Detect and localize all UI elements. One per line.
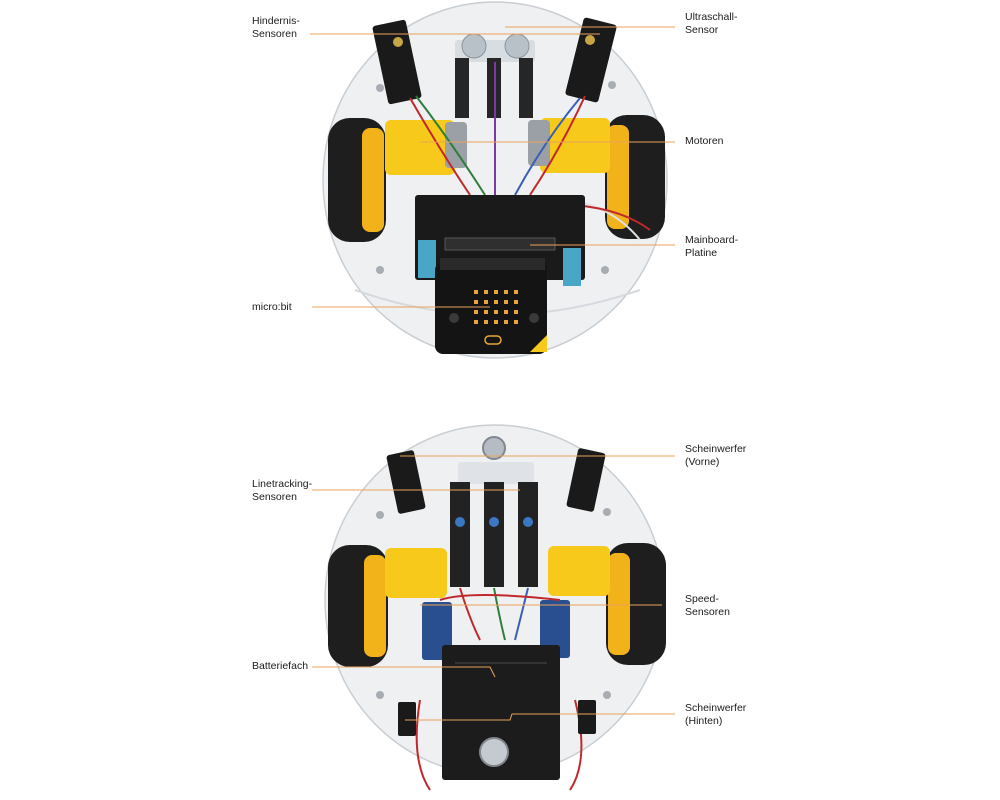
- label-hindernis-line2: Sensoren: [252, 28, 297, 40]
- leader-scheinwerfer-hinten: [405, 713, 675, 721]
- label-scheinwerfer-hinten-line2: (Hinten): [685, 715, 723, 727]
- label-ultraschall-sensor: Ultraschall- Sensor: [685, 11, 738, 37]
- label-ultraschall-line2: Sensor: [685, 24, 719, 36]
- top-standoff-4: [601, 266, 609, 274]
- top-right-obstacle-sensor: [565, 17, 617, 103]
- top-ultrasonic-eye-left: [461, 33, 487, 59]
- bottom-line-sensor-left: [450, 482, 470, 587]
- label-hindernis-sensoren: Hindernis- Sensoren: [252, 15, 300, 41]
- top-tracking-sensor-3: [519, 58, 533, 118]
- top-tracking-sensor-1: [455, 58, 469, 118]
- label-scheinwerfer-vorne: Scheinwerfer (Vorne): [685, 443, 746, 469]
- bottom-standoff-1: [376, 511, 384, 519]
- leader-batteriefach: [312, 666, 496, 678]
- top-right-motor: [540, 118, 610, 173]
- top-standoff-3: [376, 266, 384, 274]
- top-microbit-button-b: [529, 313, 539, 323]
- top-mainboard-header: [444, 237, 556, 251]
- bottom-line-pot-middle: [489, 517, 499, 527]
- label-scheinwerfer-hinten-line1: Scheinwerfer: [685, 702, 747, 714]
- top-right-terminal: [563, 248, 581, 286]
- bottom-front-ball-caster: [482, 436, 506, 460]
- label-speed-sensoren: Speed- Sensoren: [685, 593, 730, 619]
- label-ultraschall-line1: Ultraschall-: [685, 11, 738, 23]
- bottom-line-sensor-right: [518, 482, 538, 587]
- robot-top-view: [322, 1, 668, 359]
- bottom-wires: [415, 587, 583, 791]
- top-standoff-1: [376, 84, 384, 92]
- bottom-standoff-3: [376, 691, 384, 699]
- bottom-rear-right-light: [578, 700, 596, 734]
- bottom-standoff-2: [603, 508, 611, 516]
- top-ultrasonic-eye-right: [504, 33, 530, 59]
- top-microbit-logo: [484, 335, 502, 345]
- bottom-speed-sensor-right: [540, 600, 570, 658]
- top-standoff-2: [608, 81, 616, 89]
- top-right-motor-can: [528, 120, 550, 166]
- top-microbit-slot: [440, 258, 545, 270]
- bottom-battery-cover-line: [455, 662, 547, 664]
- label-speed-line2: Sensoren: [685, 606, 730, 618]
- top-left-sensor-pot: [393, 37, 403, 47]
- bottom-line-pot-right: [523, 517, 533, 527]
- top-left-rim: [362, 128, 384, 232]
- robot-bottom-view: [324, 424, 666, 791]
- top-microbit-corner-mark: [530, 335, 547, 352]
- top-microbit-button-a: [449, 313, 459, 323]
- bottom-front-right-light: [566, 448, 606, 512]
- label-scheinwerfer-vorne-line2: (Vorne): [685, 456, 720, 468]
- label-scheinwerfer-vorne-line1: Scheinwerfer: [685, 443, 747, 455]
- label-batteriefach-line1: Batteriefach: [252, 660, 309, 672]
- label-mainboard-platine: Mainboard- Platine: [685, 234, 738, 260]
- bottom-line-pot-left: [455, 517, 465, 527]
- label-scheinwerfer-hinten: Scheinwerfer (Hinten): [685, 702, 746, 728]
- bottom-left-rim: [364, 555, 386, 657]
- label-mainboard-line2: Platine: [685, 247, 718, 259]
- top-right-sensor-pot: [585, 35, 595, 45]
- bottom-battery-compartment: [442, 645, 560, 780]
- leader-lines: [310, 26, 675, 721]
- label-linetracking-line2: Sensoren: [252, 491, 297, 503]
- bottom-right-rim: [608, 553, 630, 655]
- bottom-right-motor: [548, 546, 610, 596]
- bottom-standoff-4: [603, 691, 611, 699]
- bottom-line-sensor-middle: [484, 482, 504, 587]
- label-mainboard-line1: Mainboard-: [685, 234, 739, 246]
- top-left-obstacle-sensor: [372, 19, 422, 105]
- top-microbit: [435, 262, 547, 354]
- bottom-front-left-light: [386, 450, 426, 514]
- label-motoren: Motoren: [685, 135, 724, 148]
- top-right-rim: [607, 125, 629, 229]
- bottom-ultrasonic: [458, 462, 534, 484]
- bottom-rear-left-light: [398, 702, 416, 736]
- label-hindernis-line1: Hindernis-: [252, 15, 300, 27]
- label-speed-line1: Speed-: [685, 593, 719, 605]
- label-motoren-line1: Motoren: [685, 135, 724, 147]
- label-batteriefach: Batteriefach: [252, 660, 308, 673]
- top-left-motor: [385, 120, 455, 175]
- label-linetracking-line1: Linetracking-: [252, 478, 313, 490]
- label-microbit: micro:bit: [252, 301, 292, 314]
- bottom-rear-ball-caster: [479, 737, 509, 767]
- top-microbit-led-matrix: [474, 290, 518, 324]
- bottom-left-motor: [385, 548, 447, 598]
- label-linetracking-sensoren: Linetracking- Sensoren: [252, 478, 312, 504]
- label-microbit-line1: micro:bit: [252, 301, 292, 313]
- top-left-motor-can: [445, 122, 467, 168]
- top-left-terminal: [418, 240, 436, 278]
